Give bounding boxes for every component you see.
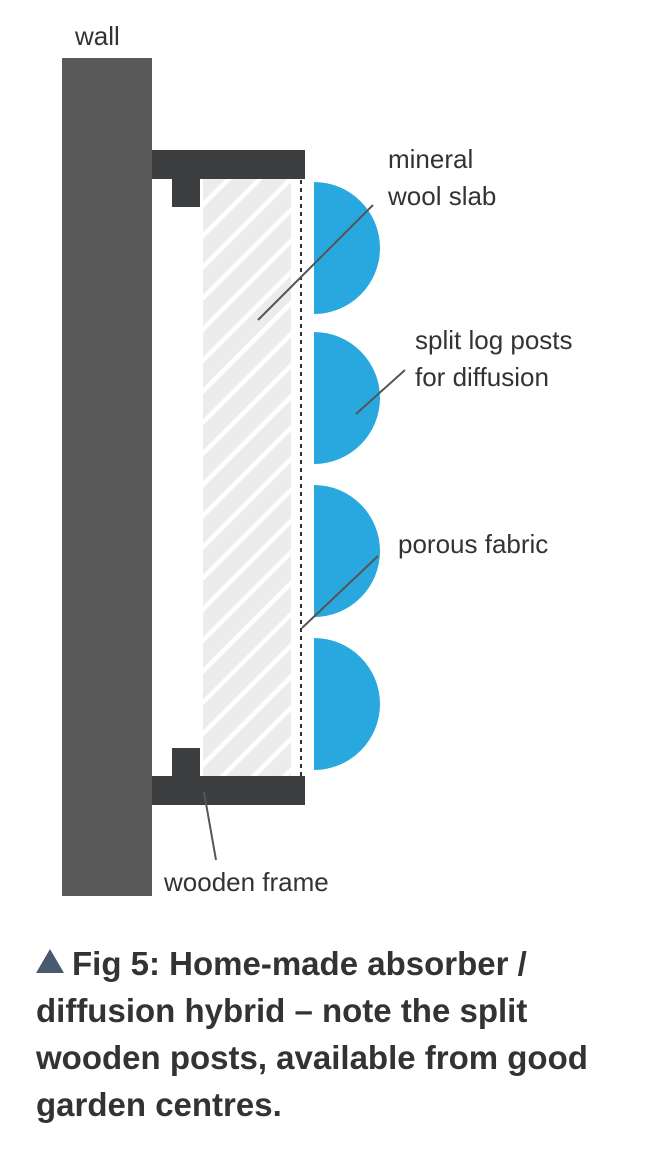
caption-text: Fig 5: Home-made absorber / diffusion hy… — [36, 945, 588, 1123]
frame-bottom-stub — [172, 748, 200, 776]
label-porous-fabric: porous fabric — [398, 529, 549, 559]
wall-block — [62, 58, 152, 896]
leader-porous-fabric — [301, 555, 379, 629]
split-log-post-2 — [314, 332, 380, 464]
leader-mineral-wool — [257, 204, 374, 321]
label-split-line1: split log posts — [415, 325, 573, 355]
split-log-post-4 — [314, 638, 380, 770]
frame-top-stub — [172, 179, 200, 207]
figure-caption: Fig 5: Home-made absorber / diffusion hy… — [36, 940, 626, 1128]
frame-bottom-rail — [152, 776, 305, 805]
frame-top-rail — [152, 150, 305, 179]
leader-split-log — [355, 369, 406, 415]
split-log-post-1 — [314, 182, 380, 314]
label-split-line2: for diffusion — [415, 362, 549, 392]
leader-wooden-frame — [203, 791, 217, 861]
split-log-post-3 — [314, 485, 380, 617]
label-wall: wall — [75, 21, 120, 51]
label-mineral-line2: wool slab — [388, 181, 497, 211]
mineral-wool-slab — [203, 179, 291, 776]
triangle-up-icon — [36, 949, 64, 973]
label-wooden-frame: wooden frame — [164, 867, 329, 897]
label-mineral-line1: mineral — [388, 144, 474, 174]
